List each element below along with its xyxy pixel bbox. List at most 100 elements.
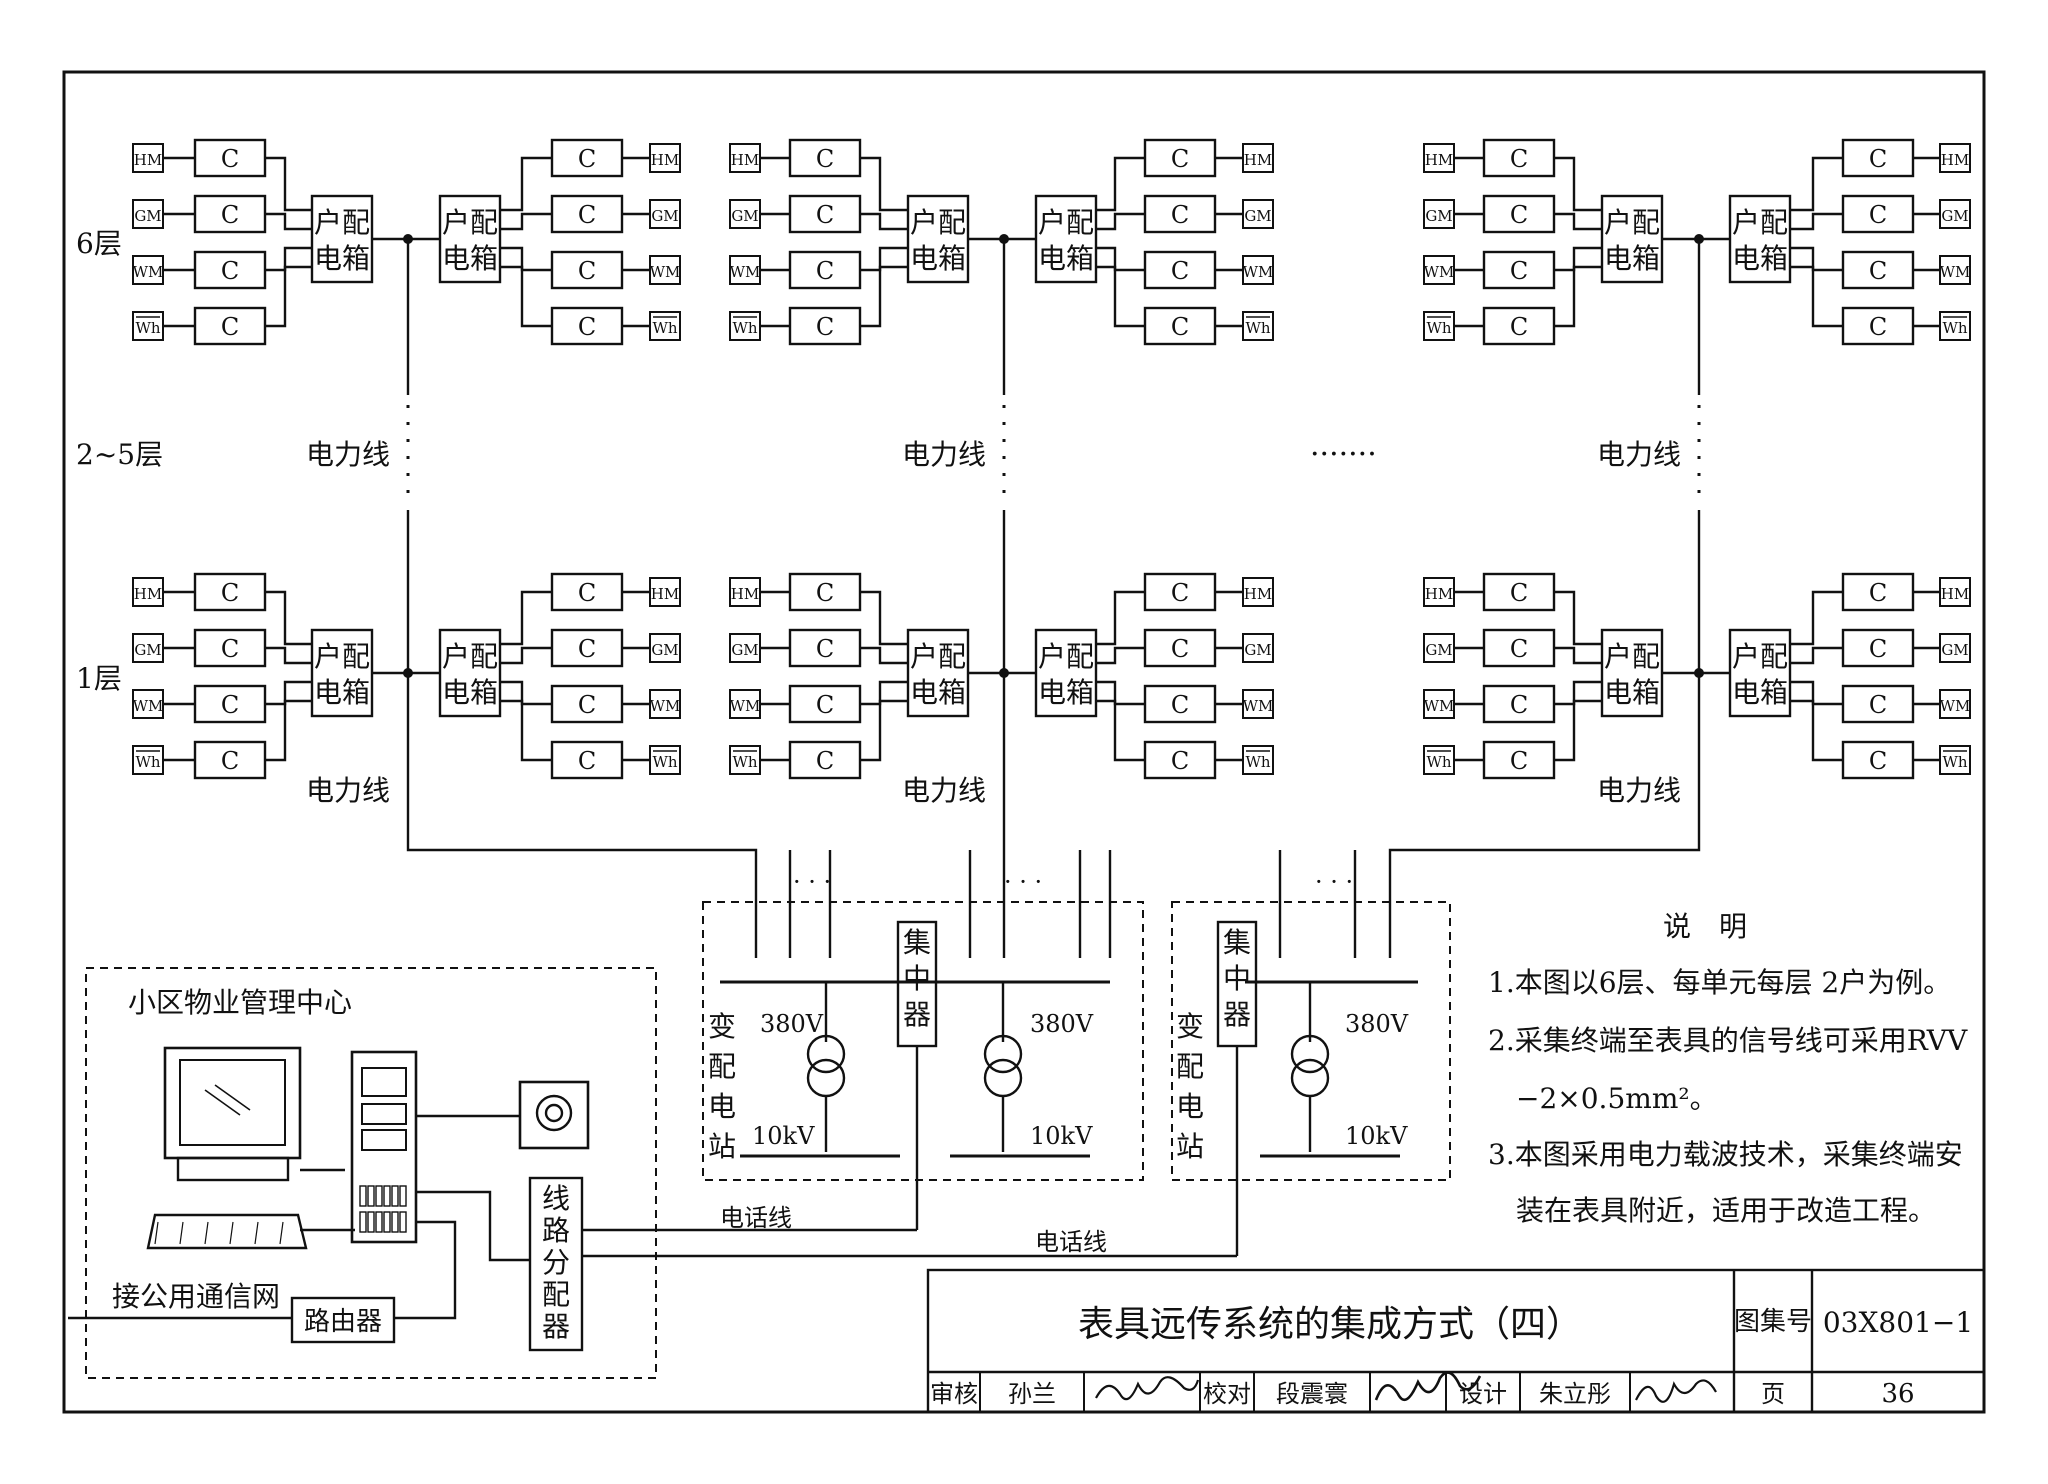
vent-slot (391, 1185, 399, 1207)
transformer-coil (1290, 1034, 1330, 1074)
collector-label: C (1171, 313, 1189, 341)
collector-label: C (816, 691, 834, 719)
meter-wh-icon: Wh (132, 745, 164, 775)
management-center-enclosure (85, 967, 657, 1379)
floor-label-6: 6层 (76, 227, 122, 260)
meter-label: HM (134, 585, 162, 603)
connector-line (204, 1089, 241, 1116)
meter-label: HM (651, 585, 679, 603)
household-box-label-1: 户配 (442, 640, 498, 673)
collector-label: C (1869, 257, 1887, 285)
meter-label: GM (651, 207, 678, 225)
household-box-label-1: 户配 (314, 640, 370, 673)
router-label: 路由器 (304, 1307, 382, 1337)
check-label: 校对 (1203, 1380, 1251, 1408)
connector-line (265, 590, 312, 646)
power-line-label: 电力线 (902, 774, 986, 807)
collector-label: C (1171, 747, 1189, 775)
router-box (290, 1296, 396, 1344)
collector-label: C (1510, 257, 1528, 285)
vent-slot (383, 1185, 391, 1207)
collector-label: C (1869, 747, 1887, 775)
meter-wh-icon: Wh (729, 745, 761, 775)
meter-box (1242, 633, 1274, 663)
bus-dots: · · · (1315, 868, 1353, 896)
meter-gm-icon: GM (1423, 633, 1455, 663)
household-box-label-2: 电箱 (910, 242, 966, 275)
collector-label: C (1510, 635, 1528, 663)
power-line-label: 电力线 (1597, 438, 1681, 471)
meter-hm-icon: HM (649, 577, 681, 607)
meter-label: Wh (1942, 319, 1967, 337)
connector-line (1790, 680, 1843, 706)
meter-hm-icon: HM (1423, 577, 1455, 607)
meter-label: WM (1940, 697, 1971, 715)
meter-label: GM (1425, 641, 1452, 659)
bus-dots: · · · (793, 868, 831, 896)
collector-label: C (816, 145, 834, 173)
meter-wm-icon: WM (729, 689, 761, 719)
distributor-label: 配 (542, 1278, 570, 1311)
collector-label: C (1171, 691, 1189, 719)
connector-line (1790, 699, 1843, 762)
connector-line (265, 646, 312, 665)
meter-wm-icon: WM (1423, 689, 1455, 719)
connector-line (1790, 212, 1843, 231)
meter-wh-icon: Wh (1423, 311, 1455, 341)
signature-checker (1374, 1371, 1482, 1402)
connector-line (1096, 646, 1145, 665)
connector-line (265, 699, 312, 762)
meter-gm-icon: GM (1242, 633, 1274, 663)
connector-line (860, 265, 908, 328)
meter-wh-icon: Wh (1939, 311, 1971, 341)
connector-line (1096, 680, 1145, 706)
monitor-base (176, 1156, 290, 1182)
connector-line (1554, 246, 1602, 272)
meter-hm-icon: HM (1939, 577, 1971, 607)
connector-line (1096, 246, 1145, 272)
drive-bay (361, 1067, 407, 1097)
connector-line (1096, 699, 1145, 762)
power-line-label: 电力线 (306, 438, 390, 471)
high-voltage-label: 10kV (1030, 1122, 1093, 1150)
household-box-label-1: 户配 (1038, 640, 1094, 673)
meter-label: Wh (652, 753, 677, 771)
connector-line (500, 646, 552, 665)
connector-line (500, 212, 552, 231)
meter-wh-icon: Wh (649, 745, 681, 775)
meter-box (1242, 689, 1274, 719)
meter-label: Wh (1426, 753, 1451, 771)
computer-tower-icon (350, 1050, 418, 1244)
meter-wm-icon: WM (1242, 255, 1274, 285)
collector-label: C (1510, 201, 1528, 229)
low-voltage-label: 380V (1030, 1010, 1094, 1038)
note-line-3: −2×0.5mm²。 (1516, 1082, 1718, 1115)
note-line-2: 2.采集终端至表具的信号线可采用RVV (1488, 1024, 1968, 1057)
connector-line (860, 680, 908, 706)
phone-line-label: 电话线 (720, 1204, 792, 1232)
vent-slot (391, 1211, 399, 1233)
meter-wm-icon: WM (649, 689, 681, 719)
meter-label: Wh (1942, 753, 1967, 771)
meter-hm-icon: HM (729, 577, 761, 607)
meter-gm-icon: GM (729, 633, 761, 663)
household-box-label-2: 电箱 (910, 676, 966, 709)
collector-label: C (221, 145, 239, 173)
station-label: 电 (1176, 1090, 1204, 1123)
drawing-title: 表具远传系统的集成方式（四） (1078, 1304, 1582, 1345)
high-voltage-label: 10kV (1345, 1122, 1408, 1150)
connector-line (416, 1190, 530, 1262)
connector-line (1790, 590, 1843, 646)
household-box-label-1: 户配 (1604, 640, 1660, 673)
connector-line (1790, 646, 1843, 665)
connector-line (1096, 265, 1145, 328)
meter-label: GM (1244, 207, 1271, 225)
meter-box (649, 633, 681, 663)
power-line-label: 电力线 (1597, 774, 1681, 807)
meter-gm-icon: GM (1939, 199, 1971, 229)
vent-slot (399, 1185, 407, 1207)
connector-line (265, 212, 312, 231)
vent-slot (399, 1211, 407, 1233)
connector-line (500, 246, 552, 272)
